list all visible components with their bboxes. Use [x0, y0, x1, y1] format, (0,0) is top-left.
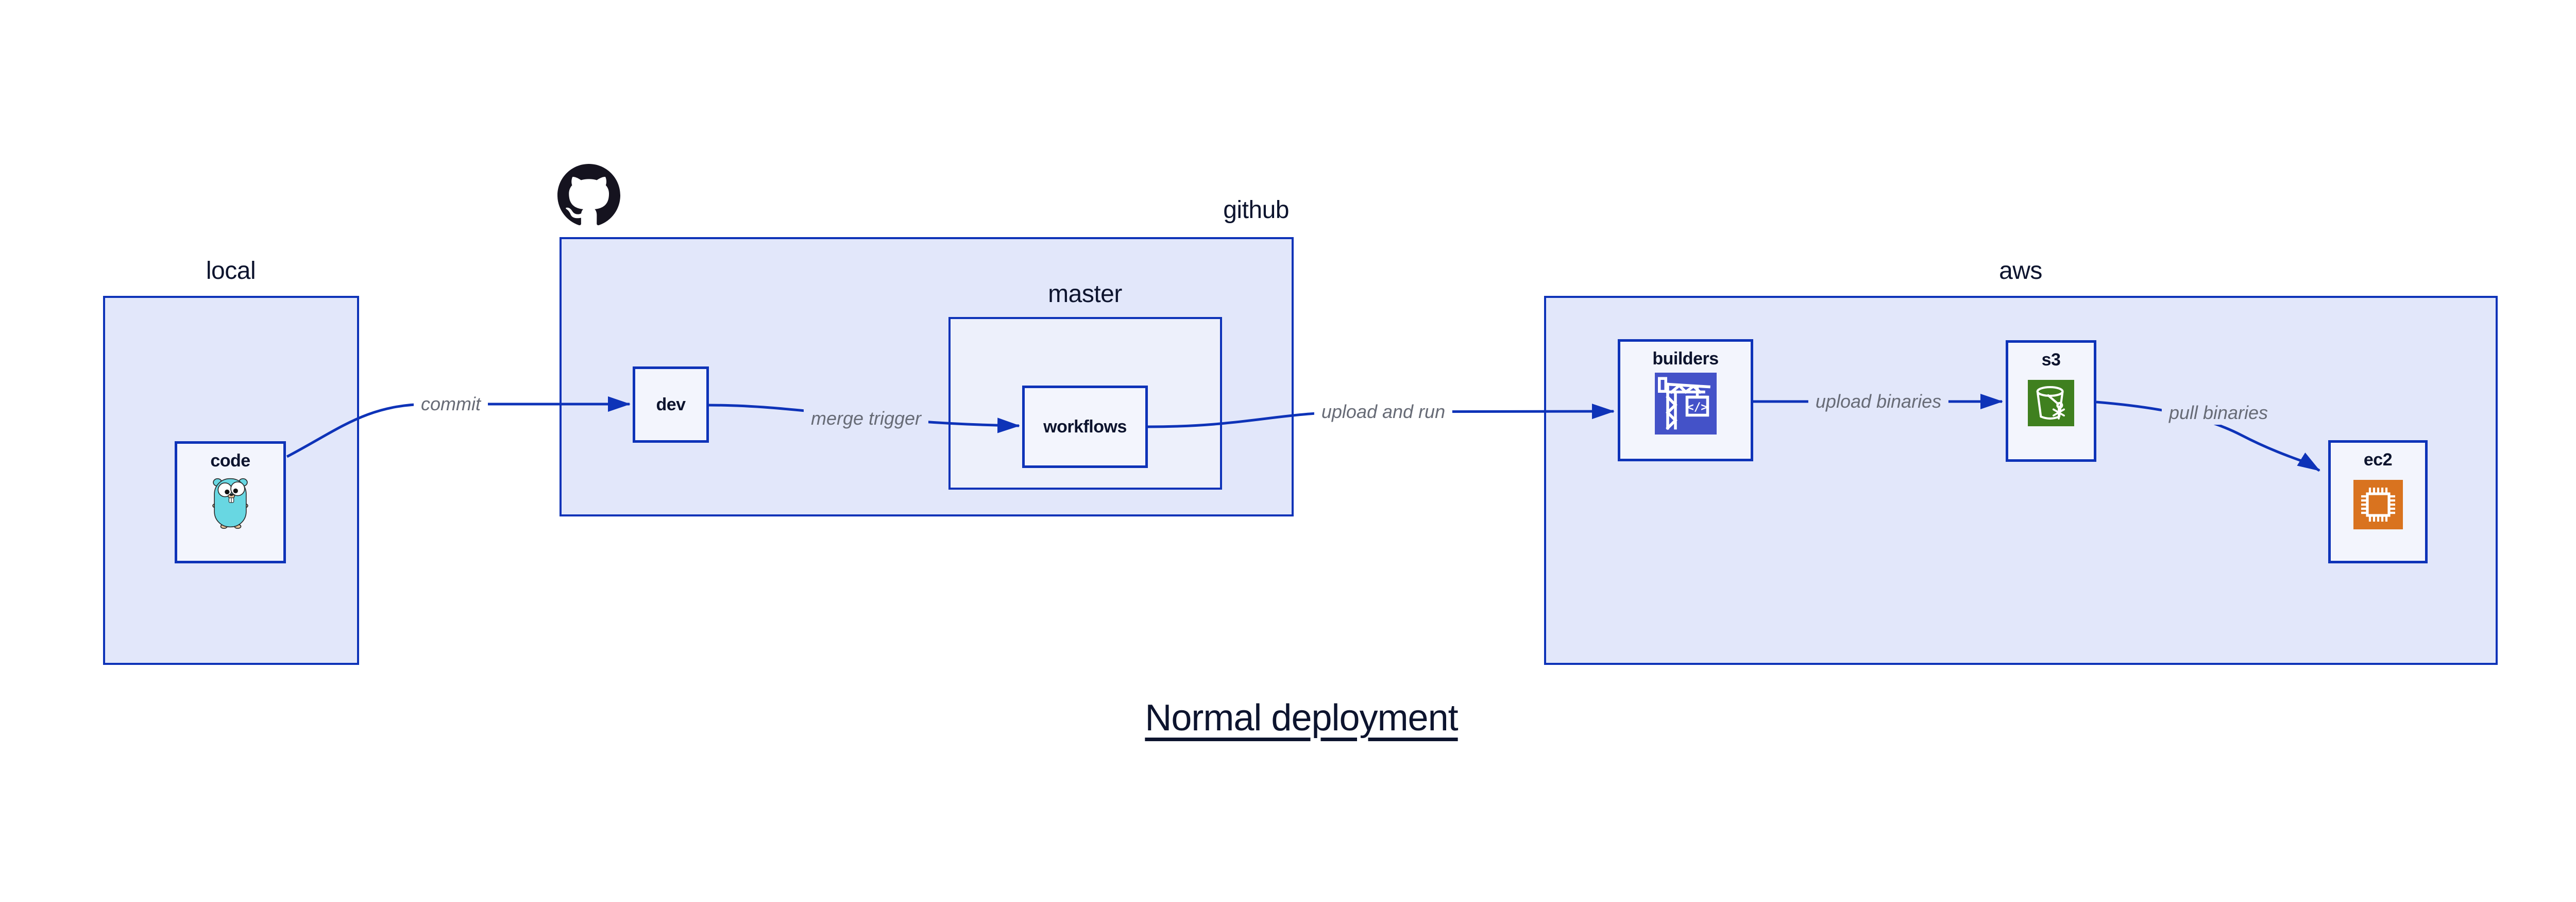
github-octocat-icon — [557, 164, 620, 229]
s3-bucket-snowflake-icon — [2028, 380, 2074, 429]
container-github-label: github — [1223, 196, 1289, 224]
edge-merge-trigger-label: merge trigger — [803, 407, 929, 430]
node-builders-label: builders — [1652, 349, 1719, 369]
node-workflows-label: workflows — [1043, 416, 1127, 437]
diagram-title: Normal deployment — [1145, 697, 1458, 739]
ec2-chip-icon — [2353, 480, 2403, 532]
node-builders: builders </> — [1618, 339, 1753, 461]
go-gopher-icon — [212, 476, 249, 532]
svg-text:</>: </> — [1687, 400, 1708, 414]
node-dev-label: dev — [656, 394, 686, 414]
node-workflows: workflows — [1022, 386, 1148, 468]
edge-upload-and-run-label: upload and run — [1314, 400, 1453, 424]
edge-upload-binaries-label: upload binaries — [1808, 390, 1949, 413]
node-s3-label: s3 — [2041, 350, 2061, 370]
container-master-label: master — [1048, 280, 1122, 308]
codebuild-crane-icon: </> — [1654, 373, 1717, 437]
node-code: code — [175, 441, 286, 563]
edge-pull-binaries-line — [2096, 400, 2320, 472]
edge-pull-binaries-label: pull binaries — [2161, 401, 2276, 425]
node-dev: dev — [633, 366, 709, 443]
container-aws-label: aws — [1999, 257, 2042, 285]
node-ec2-label: ec2 — [2363, 450, 2393, 470]
edge-commit-label: commit — [414, 392, 488, 416]
node-ec2: ec2 — [2328, 440, 2428, 563]
container-local-label: local — [206, 257, 256, 285]
node-s3: s3 — [2006, 340, 2096, 462]
node-code-label: code — [210, 451, 250, 471]
